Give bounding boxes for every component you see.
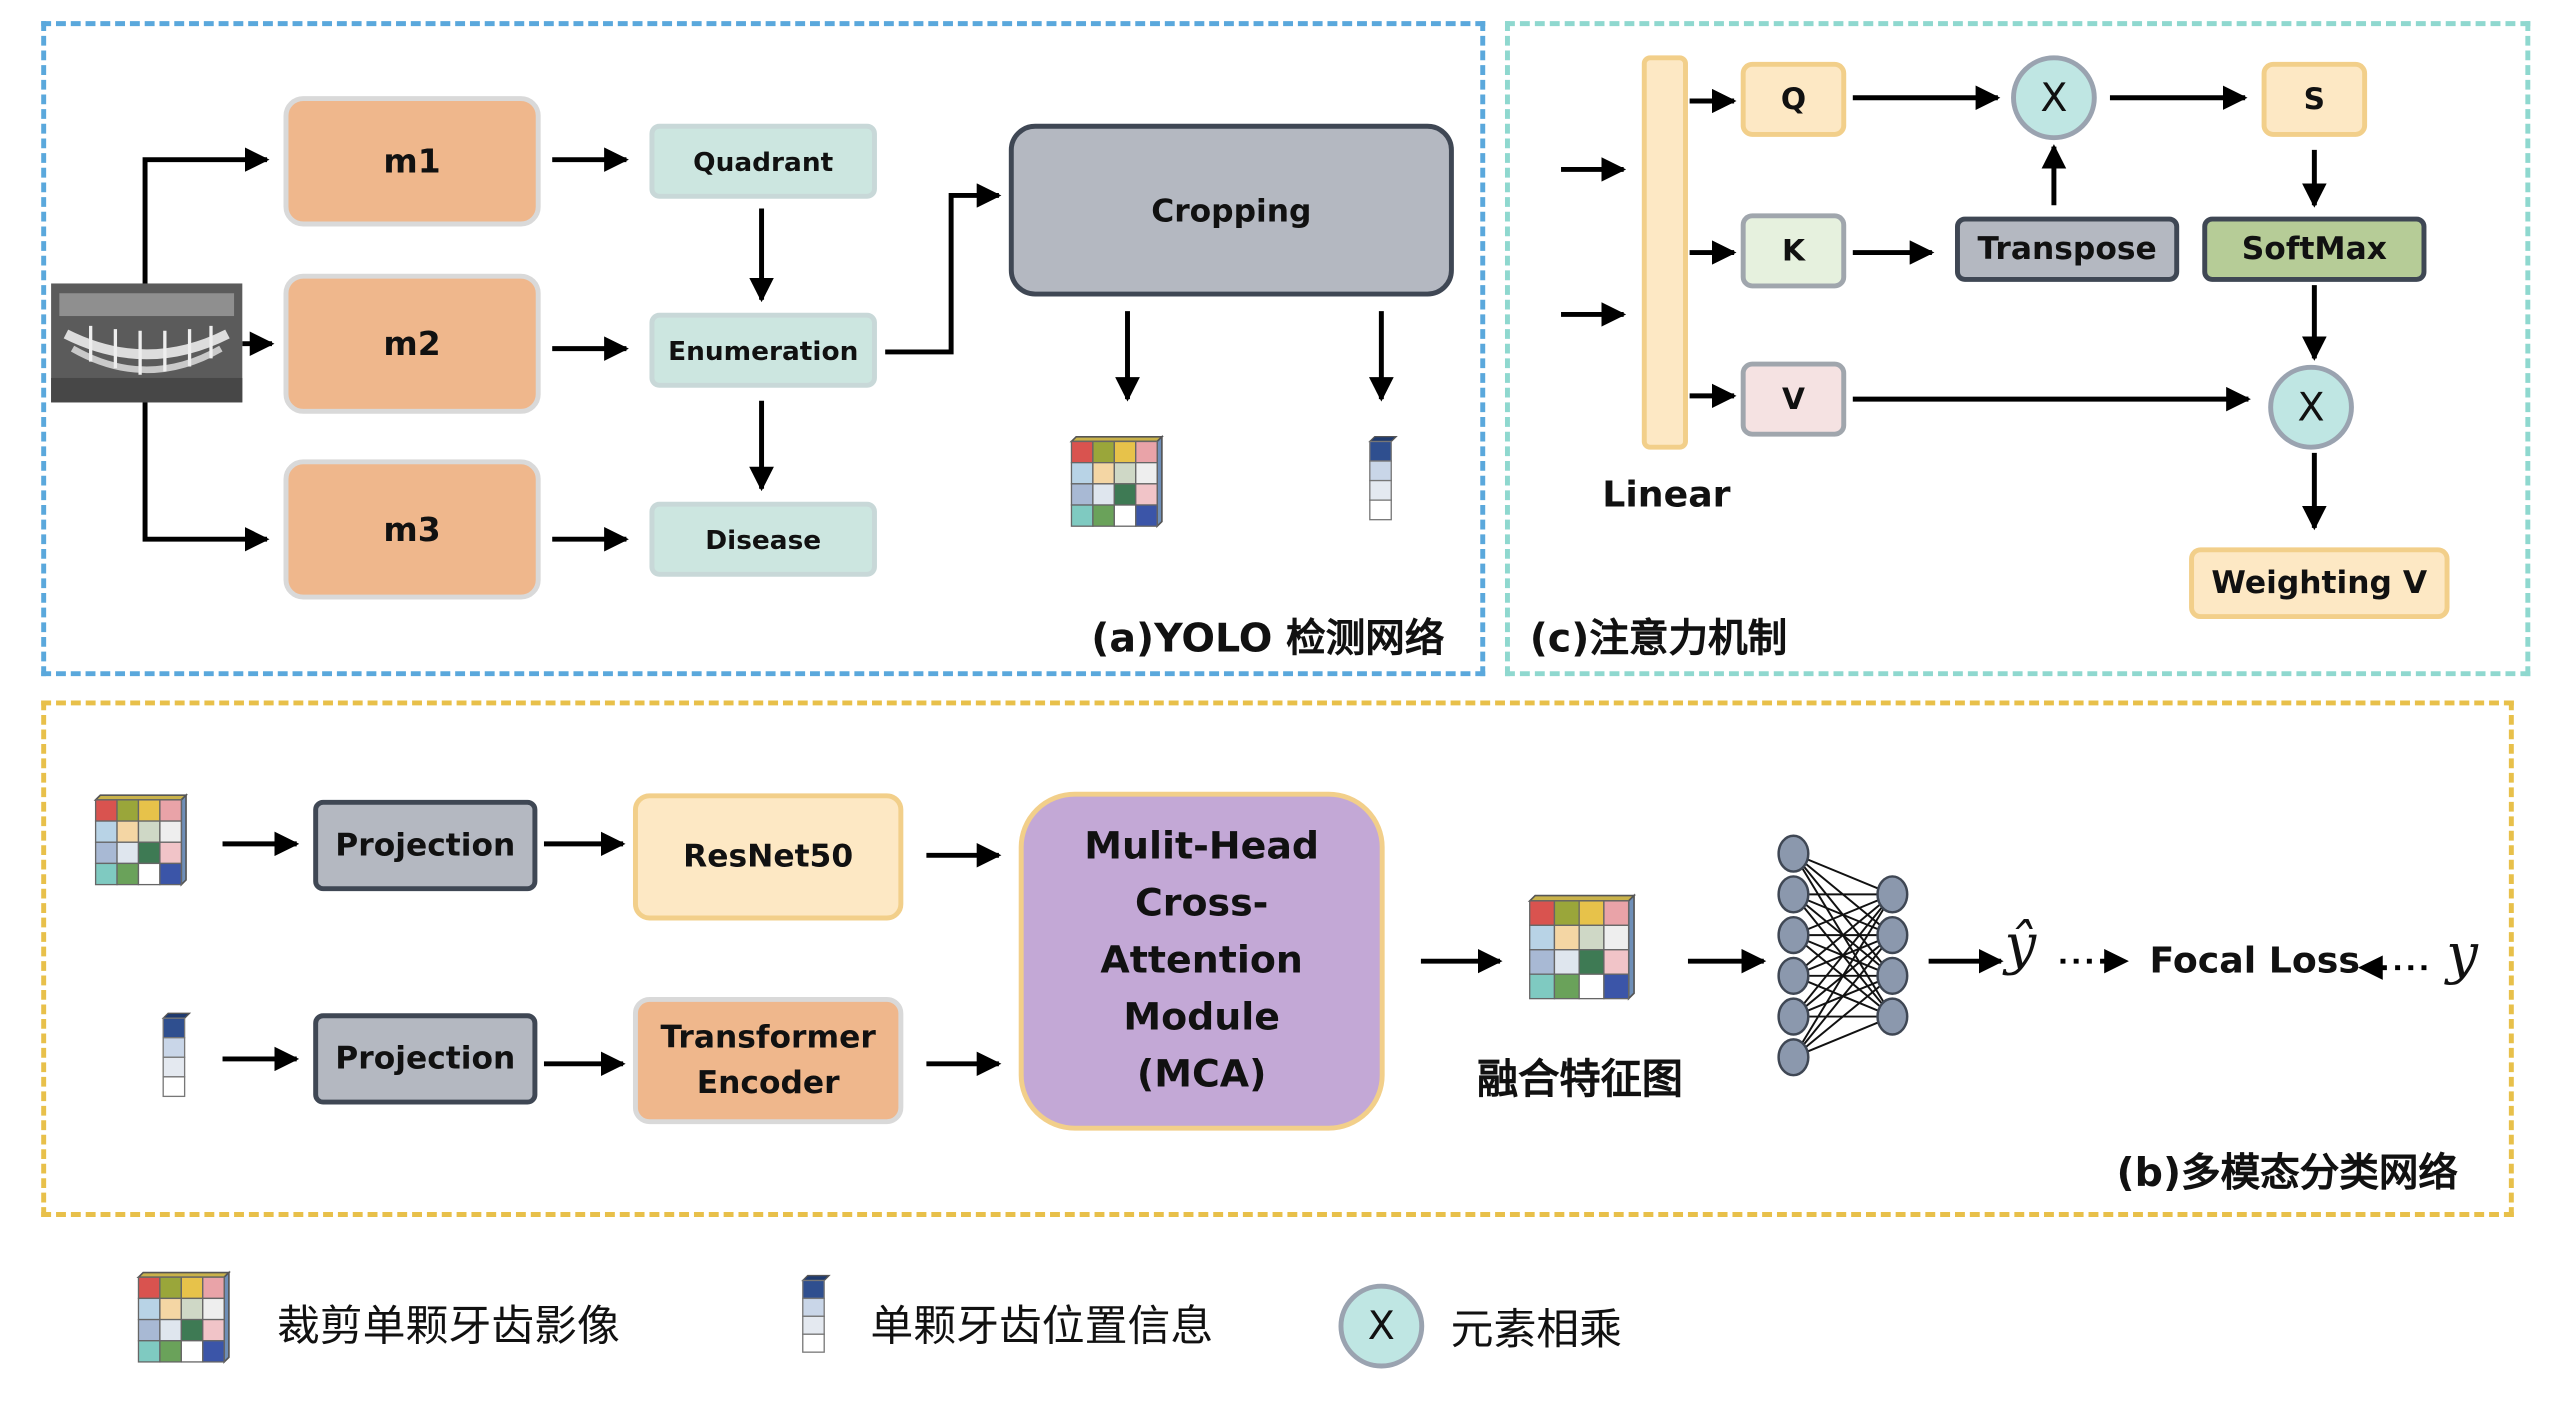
- enumeration-box: Enumeration: [649, 312, 877, 388]
- k-label: K: [1781, 233, 1805, 268]
- quadrant-box: Quadrant: [649, 123, 877, 199]
- nn-output-node: [1876, 915, 1909, 955]
- legend-multiply-symbol: X: [1367, 1303, 1395, 1349]
- s-label: S: [2303, 82, 2326, 117]
- disease-label: Disease: [705, 523, 822, 555]
- nn-output-node: [1876, 875, 1909, 914]
- position-icon-a: [1368, 435, 1398, 521]
- resnet-label: ResNet50: [683, 838, 854, 875]
- panel-b-title: (b)多模态分类网络: [2116, 1150, 2458, 1196]
- weighting-box: Weighting V: [2189, 547, 2450, 620]
- panel-c-frame: [1504, 21, 2531, 677]
- softmax-box: SoftMax: [2202, 216, 2427, 282]
- panel-a-frame: [41, 21, 1486, 677]
- panel-c-title: (c)注意力机制: [1529, 615, 1788, 662]
- legend-position-icon: [801, 1274, 831, 1353]
- nn-input-node: [1777, 997, 1810, 1036]
- weighting-label: Weighting V: [2211, 565, 2428, 602]
- nn-input-node: [1777, 875, 1810, 914]
- disease-box: Disease: [649, 501, 877, 577]
- arrow-xray-m3: [142, 400, 270, 552]
- transformer-encoder-box: Transformer Encoder: [632, 997, 904, 1125]
- arrow-enumeration-cropping: [885, 183, 1002, 355]
- mca-line-4: Module: [1123, 996, 1280, 1039]
- nn-input-node: [1777, 956, 1810, 995]
- xray-image: [51, 283, 243, 403]
- legend-cropped-label: 裁剪单颗牙齿影像: [276, 1303, 620, 1353]
- nn-output-node: [1876, 997, 1909, 1036]
- y-label: y: [2446, 922, 2478, 988]
- position-icon-b: [161, 1012, 192, 1098]
- projection-bottom-label: Projection: [335, 1040, 516, 1077]
- panel-b-frame: [41, 700, 2514, 1217]
- multiply-qk-symbol: X: [2040, 74, 2068, 121]
- linear-label: Linear: [1602, 475, 1731, 517]
- nn-input-node: [1777, 915, 1810, 955]
- legend-position-label: 单颗牙齿位置信息: [870, 1303, 1214, 1353]
- quadrant-label: Quadrant: [693, 145, 834, 177]
- neural-network-icon: [1777, 834, 1909, 1077]
- mca-box: Mulit-Head Cross- Attention Module (MCA): [1018, 791, 1385, 1131]
- mca-line-3: Attention: [1100, 939, 1303, 982]
- model-m3-box: m3: [283, 459, 541, 600]
- projection-top-label: Projection: [335, 827, 516, 864]
- transformer-label-line2: Encoder: [696, 1065, 840, 1102]
- cropping-label: Cropping: [1151, 193, 1312, 230]
- focal-loss-label: Focal Loss: [2149, 941, 2360, 983]
- legend-multiply-label: 元素相乘: [1450, 1306, 1623, 1356]
- q-box: Q: [1740, 61, 1847, 137]
- legend-cropped-icon: [136, 1270, 231, 1364]
- softmax-label: SoftMax: [2241, 231, 2387, 268]
- transpose-box: Transpose: [1955, 216, 2180, 282]
- nn-output-node: [1876, 956, 1909, 995]
- v-label: V: [1781, 382, 1805, 417]
- nn-input-node: [1777, 834, 1810, 873]
- y-hat-label: ŷ: [2004, 912, 2037, 978]
- projection-top-box: Projection: [313, 799, 538, 892]
- transformer-label-line1: Transformer: [660, 1019, 876, 1056]
- mca-line-2: Cross-: [1134, 882, 1269, 925]
- projection-bottom-box: Projection: [313, 1013, 538, 1105]
- enumeration-label: Enumeration: [668, 334, 859, 366]
- fusion-feature-cube: [1527, 893, 1637, 1001]
- multiply-sv-symbol: X: [2297, 384, 2325, 431]
- mca-line-5: (MCA): [1136, 1053, 1267, 1096]
- mca-line-1: Mulit-Head: [1084, 825, 1320, 868]
- linear-bar: [1641, 55, 1688, 450]
- resnet-box: ResNet50: [632, 793, 904, 921]
- nn-input-node: [1777, 1038, 1810, 1077]
- arrow-xray-m1: [142, 147, 270, 286]
- multiply-qk-icon: X: [2011, 55, 2097, 141]
- model-m2-label: m2: [383, 324, 441, 364]
- model-m1-box: m1: [283, 96, 541, 227]
- model-m2-box: m2: [283, 273, 541, 414]
- model-m1-label: m1: [383, 141, 441, 181]
- s-box: S: [2261, 61, 2368, 137]
- fusion-label: 融合特征图: [1476, 1055, 1684, 1103]
- k-box: K: [1740, 213, 1847, 289]
- v-box: V: [1740, 361, 1847, 437]
- cropped-image-icon-a: [1069, 434, 1164, 529]
- model-m3-label: m3: [383, 509, 441, 550]
- legend-multiply-icon: X: [1338, 1283, 1425, 1369]
- cropped-image-icon-b: [93, 793, 189, 887]
- panel-a-title: (a)YOLO 检测网络: [1091, 615, 1445, 662]
- q-label: Q: [1780, 82, 1807, 117]
- multiply-sv-icon: X: [2268, 364, 2354, 450]
- cropping-box: Cropping: [1008, 123, 1454, 297]
- transpose-label: Transpose: [1977, 231, 2157, 268]
